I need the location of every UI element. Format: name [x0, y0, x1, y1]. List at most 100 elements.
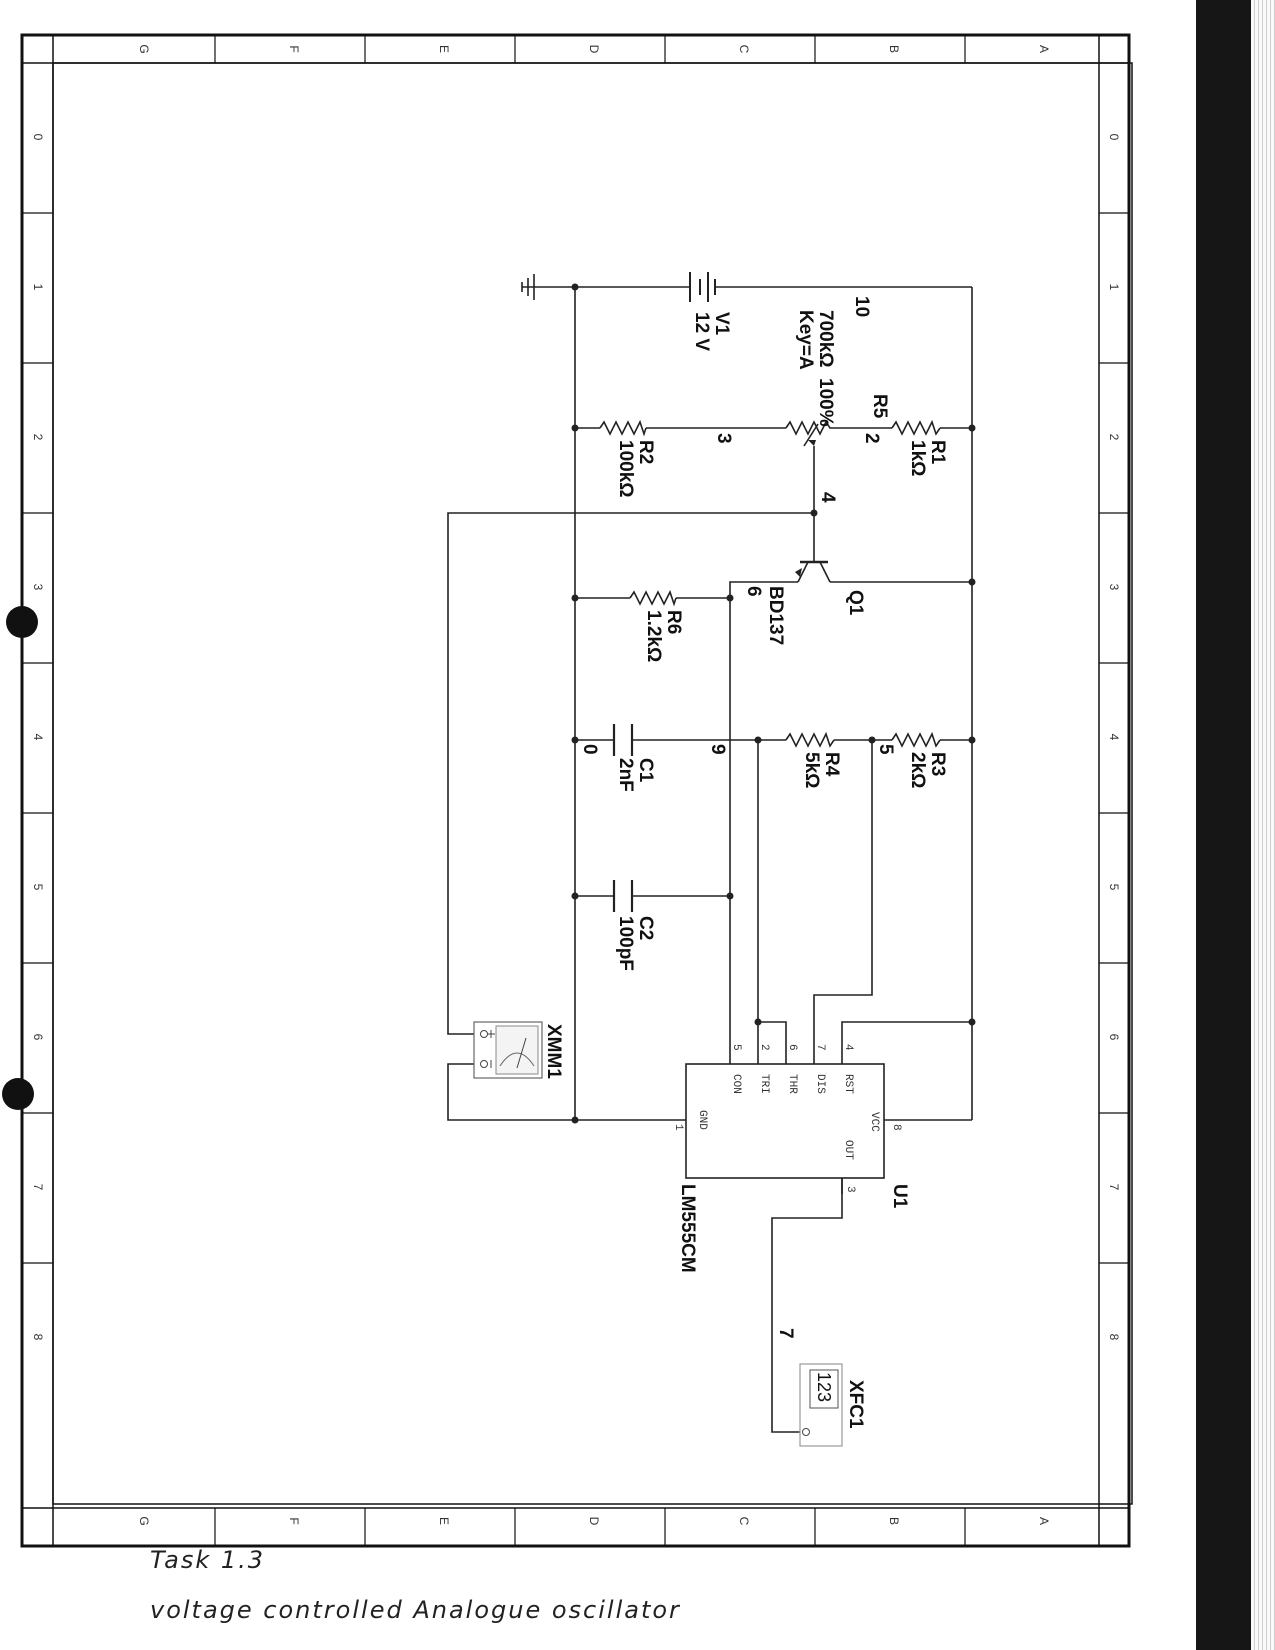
- col-label-a: A: [1037, 45, 1051, 53]
- net-label: 9: [707, 744, 728, 755]
- row-labels-left: 0 1 2 3 4 5 6 7 8: [31, 134, 45, 1341]
- u1-ref: U1: [889, 1184, 910, 1209]
- c1-value: 2nF: [615, 758, 636, 792]
- u1-pin-num: 2: [758, 1044, 770, 1051]
- drawing-frame: [20, 33, 1133, 1548]
- row-label-6: 6: [1107, 1034, 1121, 1041]
- frequency-counter-xfc1[interactable]: [799, 1363, 843, 1447]
- r5-percent: 100%: [815, 378, 836, 427]
- row-ticks: [22, 212, 1129, 1264]
- net-label: 0: [579, 744, 600, 755]
- col-label-g: G: [137, 44, 151, 53]
- row-labels-right: 0 1 2 3 4 5 6 7 8: [1107, 134, 1121, 1341]
- potentiometer-r5[interactable]: [785, 420, 834, 447]
- v1-value: 12 V: [691, 312, 712, 351]
- multimeter-plus-icon: [487, 1030, 495, 1038]
- v1-ref: V1: [711, 312, 732, 336]
- xmm1-ref: XMM1: [543, 1024, 564, 1079]
- u1-pin-name: DIS: [814, 1074, 826, 1094]
- row-label-4: 4: [31, 734, 45, 741]
- row-label-3: 3: [1107, 584, 1121, 591]
- c2-value: 100pF: [615, 916, 636, 971]
- ground-icon[interactable]: [521, 274, 535, 300]
- net-label: 10: [851, 296, 872, 317]
- col-label-e: E: [437, 45, 451, 53]
- col-label-b: B: [887, 45, 901, 53]
- resistor-r3[interactable]: [891, 731, 941, 748]
- multimeter-xmm1[interactable]: [473, 1021, 543, 1079]
- r6-ref: R6: [663, 610, 684, 634]
- row-label-7: 7: [31, 1184, 45, 1191]
- r5-ref: R5: [869, 394, 890, 419]
- col-label-a: A: [1037, 1517, 1051, 1525]
- u1-pin-num: 5: [730, 1044, 742, 1051]
- row-label-4: 4: [1107, 734, 1121, 741]
- col-label-d: D: [587, 45, 601, 54]
- r1-ref: R1: [927, 440, 948, 465]
- col-label-f: F: [287, 45, 301, 52]
- resistor-r6[interactable]: [629, 589, 677, 607]
- col-label-d: D: [587, 1517, 601, 1526]
- net-labels: 10 3 2 4 6 9 0 5 7: [579, 296, 896, 1339]
- paper-edge-stripes: [1251, 0, 1275, 1650]
- punch-hole: [6, 606, 38, 638]
- xfc1-display: 123: [814, 1372, 834, 1402]
- u1-pin-name: TRI: [758, 1074, 770, 1094]
- xfc1-ref: XFC1: [845, 1380, 866, 1429]
- column-ticks: [214, 35, 966, 1546]
- resistor-r1[interactable]: [891, 419, 941, 436]
- punch-hole: [2, 1078, 34, 1110]
- u1-pin-num: 4: [842, 1044, 854, 1051]
- u1-pin-name: CON: [730, 1074, 742, 1094]
- col-label-b: B: [887, 1517, 901, 1525]
- wires: [447, 286, 973, 1433]
- column-labels-bottom: G F E D C B A: [137, 1516, 1051, 1525]
- scanner-edge-shadow: [1196, 0, 1251, 1650]
- resistor-r2[interactable]: [599, 419, 647, 437]
- capacitor-c2[interactable]: [612, 880, 634, 912]
- r3-value: 2kΩ: [907, 752, 928, 788]
- net-label: 6: [743, 586, 764, 597]
- battery-v1[interactable]: [689, 272, 716, 302]
- r4-ref: R4: [821, 752, 842, 777]
- row-label-3: 3: [31, 584, 45, 591]
- column-labels-top: G F E D C B A: [137, 44, 1051, 53]
- row-label-5: 5: [31, 884, 45, 891]
- capacitor-c1[interactable]: [612, 724, 634, 756]
- row-label-6: 6: [31, 1034, 45, 1041]
- net-label: 4: [817, 492, 838, 503]
- row-label-0: 0: [1107, 134, 1121, 141]
- transistor-q1[interactable]: [795, 560, 831, 583]
- u1-pin-name: RST: [842, 1074, 854, 1094]
- r5-value: 700kΩ: [815, 310, 836, 368]
- row-label-1: 1: [1107, 284, 1121, 291]
- net-label: 3: [713, 433, 734, 444]
- q1-model: BD137: [765, 586, 786, 645]
- junctions: [571, 283, 976, 1124]
- r6-value: 1.2kΩ: [643, 610, 664, 662]
- r2-value: 100kΩ: [615, 440, 636, 498]
- u1-pin-num: 1: [672, 1124, 684, 1131]
- row-label-0: 0: [31, 134, 45, 141]
- col-label-c: C: [737, 45, 751, 54]
- net-label: 7: [775, 1328, 796, 1339]
- u1-pin-num: 3: [844, 1186, 856, 1193]
- u1-pin-name: OUT: [842, 1140, 854, 1160]
- col-label-e: E: [437, 1517, 451, 1525]
- resistor-r4[interactable]: [785, 731, 835, 748]
- q1-ref: Q1: [845, 590, 866, 616]
- r5-key: Key=A: [795, 310, 816, 370]
- col-label-c: C: [737, 1517, 751, 1526]
- row-label-2: 2: [31, 434, 45, 441]
- row-label-5: 5: [1107, 884, 1121, 891]
- r2-ref: R2: [635, 440, 656, 464]
- net-label: 5: [875, 744, 896, 755]
- timer-ic-u1[interactable]: [685, 1048, 885, 1194]
- row-label-8: 8: [31, 1334, 45, 1341]
- row-label-8: 8: [1107, 1334, 1121, 1341]
- c2-ref: C2: [635, 916, 656, 940]
- u1-model: LM555CM: [677, 1184, 698, 1273]
- net-label: 2: [861, 433, 882, 444]
- r4-value: 5kΩ: [801, 752, 822, 788]
